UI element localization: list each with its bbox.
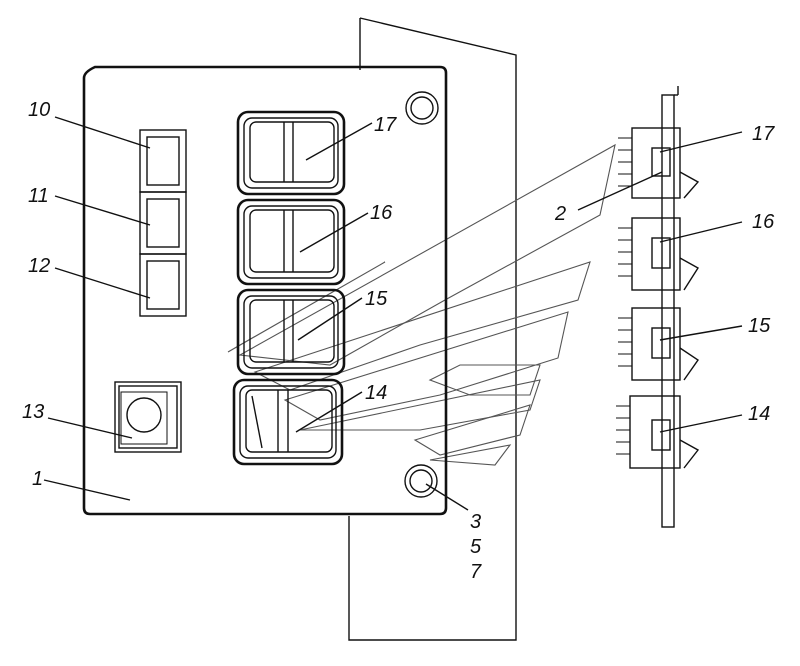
rocker-switch-15 (236, 288, 346, 376)
label-13: 13 (22, 401, 44, 423)
mounting-strip (348, 17, 517, 641)
label-14: 14 (365, 382, 387, 404)
label-side-15: 15 (748, 315, 771, 337)
indicator-lamp-11 (139, 191, 187, 255)
side-switch-16 (618, 217, 699, 291)
side-switch-14 (616, 395, 700, 469)
indicator-lamp-10 (139, 129, 187, 193)
watermark-logo (227, 143, 616, 466)
indicator-lamp-12 (139, 253, 187, 317)
label-1: 1 (32, 468, 43, 490)
rocker-switch-16 (236, 198, 346, 286)
label-3: 3 (470, 511, 481, 533)
rocker-switch-17 (236, 110, 346, 196)
label-side-14: 14 (748, 403, 770, 425)
rocker-switch-14 (232, 378, 344, 466)
side-view-panel (661, 86, 679, 528)
side-switch-17 (618, 127, 700, 199)
label-7: 7 (470, 561, 482, 583)
label-side-16: 16 (752, 211, 775, 233)
label-15: 15 (365, 288, 388, 310)
label-10: 10 (28, 99, 50, 121)
label-11: 11 (28, 185, 49, 207)
label-12: 12 (28, 255, 50, 277)
panel-plate (82, 65, 448, 516)
label-17: 17 (374, 114, 397, 136)
mounting-hole-top (405, 91, 439, 125)
label-side-17: 17 (752, 123, 775, 145)
leader-lines (43, 116, 743, 511)
label-16: 16 (370, 202, 393, 224)
push-button-13 (114, 381, 182, 453)
label-2: 2 (554, 203, 566, 225)
label-5: 5 (470, 536, 482, 558)
mounting-hole-bottom (404, 464, 438, 498)
side-switch-15 (618, 307, 699, 381)
